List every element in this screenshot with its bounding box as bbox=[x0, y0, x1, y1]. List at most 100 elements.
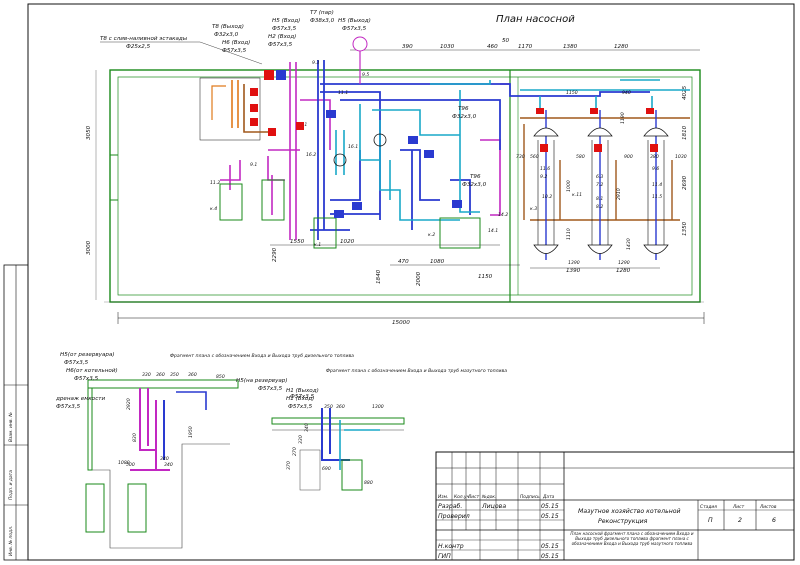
svg-text:6.3: 6.3 bbox=[596, 174, 603, 180]
stamp-replace: Взам. инв. № bbox=[8, 412, 14, 442]
svg-text:Ф38х3,0: Ф38х3,0 bbox=[310, 18, 335, 24]
svg-text:350: 350 bbox=[170, 372, 179, 378]
pipes-magenta bbox=[220, 62, 510, 240]
svg-text:14.1: 14.1 bbox=[488, 228, 498, 234]
svg-text:к.1: к.1 bbox=[314, 242, 321, 248]
tb-date-1: 05.15 bbox=[541, 503, 559, 510]
pipe-annotations-mid: Т96 Ф32х3,0 Т96 Ф32х3,0 bbox=[452, 106, 487, 188]
svg-text:Ф57х3,5: Ф57х3,5 bbox=[64, 360, 89, 366]
svg-text:3050: 3050 bbox=[86, 125, 92, 140]
svg-text:360: 360 bbox=[188, 372, 197, 378]
tb-stage-header: Стадия bbox=[700, 504, 717, 510]
svg-text:к.11: к.11 bbox=[572, 192, 582, 198]
svg-text:2690: 2690 bbox=[682, 175, 688, 190]
title-block: Изм. Кол.уч. Лист №док. Подпись Дата Раз… bbox=[435, 451, 795, 561]
svg-text:1390: 1390 bbox=[566, 268, 581, 274]
svg-text:2000: 2000 bbox=[416, 271, 422, 286]
svg-text:830: 830 bbox=[132, 433, 138, 442]
svg-text:390: 390 bbox=[402, 44, 413, 50]
svg-text:к.4: к.4 bbox=[210, 206, 217, 212]
svg-text:11.1: 11.1 bbox=[338, 90, 348, 96]
svg-text:7.2: 7.2 bbox=[596, 182, 603, 188]
svg-text:1150: 1150 bbox=[566, 90, 578, 96]
svg-text:Фрагмент плана с обозначением: Фрагмент плана с обозначением Входа и Вы… bbox=[170, 353, 354, 359]
svg-text:4025: 4025 bbox=[682, 85, 688, 100]
tank-left bbox=[533, 108, 559, 260]
svg-text:1290: 1290 bbox=[618, 260, 630, 266]
svg-text:Ф57х3,5: Ф57х3,5 bbox=[56, 404, 81, 410]
svg-text:к.3: к.3 bbox=[530, 206, 537, 212]
tb-role-gip: ГИП bbox=[438, 553, 451, 560]
svg-text:500: 500 bbox=[126, 462, 135, 468]
svg-text:1810: 1810 bbox=[682, 125, 688, 140]
tb-col-date: Дата bbox=[542, 494, 555, 500]
tb-col-kol: Кол.уч. bbox=[454, 494, 471, 500]
tb-sheets-header: Листов bbox=[759, 504, 777, 510]
svg-text:580: 580 bbox=[576, 154, 585, 160]
dimension-right: 4025 1810 2690 1350 bbox=[682, 85, 688, 236]
svg-text:9.1: 9.1 bbox=[250, 162, 257, 168]
svg-text:Т96: Т96 bbox=[470, 174, 481, 180]
dimension-bottom: 1550 1020 470 1080 1390 1280 1150 2290 1… bbox=[270, 239, 660, 286]
svg-text:3000: 3000 bbox=[86, 240, 92, 255]
tb-sheet: 2 bbox=[738, 517, 742, 524]
svg-text:340: 340 bbox=[304, 423, 310, 432]
svg-text:1550: 1550 bbox=[290, 239, 305, 245]
svg-text:9.5: 9.5 bbox=[362, 72, 369, 78]
svg-text:Н6(от котельной): Н6(от котельной) bbox=[66, 368, 118, 374]
tank-dims: 730 560 580 900 380 1030 1150 940 1190 1… bbox=[516, 90, 687, 266]
svg-text:900: 900 bbox=[624, 154, 633, 160]
svg-text:350: 350 bbox=[324, 404, 333, 410]
tb-project-subtitle: Реконструкция bbox=[598, 518, 648, 525]
building-walls bbox=[95, 69, 705, 324]
svg-text:1430: 1430 bbox=[626, 238, 632, 250]
svg-text:360: 360 bbox=[156, 372, 165, 378]
svg-text:8.2: 8.2 bbox=[596, 204, 603, 210]
svg-text:дренаж емкости: дренаж емкости bbox=[55, 396, 106, 402]
svg-text:1030: 1030 bbox=[440, 44, 455, 50]
svg-text:940: 940 bbox=[622, 90, 631, 96]
tb-col-izm: Изм. bbox=[438, 494, 448, 500]
svg-text:1080: 1080 bbox=[430, 259, 445, 265]
svg-text:Ф32х3,0: Ф32х3,0 bbox=[452, 114, 477, 120]
svg-text:Ф57х3,5: Ф57х3,5 bbox=[272, 26, 297, 32]
svg-text:460: 460 bbox=[487, 44, 498, 50]
svg-text:1300: 1300 bbox=[372, 404, 384, 410]
plan-title: План насосной bbox=[496, 14, 575, 25]
stamp-sign: Подп. и дата bbox=[8, 470, 14, 500]
svg-text:Н1 (Выход): Н1 (Выход) bbox=[286, 388, 319, 394]
tb-project-title: Мазутное хозяйство котельной bbox=[578, 508, 681, 515]
tank-middle bbox=[587, 108, 613, 260]
svg-text:14.2: 14.2 bbox=[498, 212, 508, 218]
tb-role-norm: Н.контр bbox=[438, 543, 464, 550]
svg-text:340: 340 bbox=[164, 462, 173, 468]
svg-text:1280: 1280 bbox=[616, 268, 631, 274]
tb-date-3: 05.15 bbox=[541, 543, 559, 550]
svg-text:Фрагмент плана с обозначением: Фрагмент плана с обозначением Входа и Вы… bbox=[326, 368, 507, 374]
svg-text:Т96: Т96 bbox=[458, 106, 469, 112]
svg-text:360: 360 bbox=[336, 404, 345, 410]
svg-text:1350: 1350 bbox=[682, 221, 688, 236]
tb-role-check: Проверил bbox=[438, 513, 470, 520]
svg-text:16.2: 16.2 bbox=[306, 152, 316, 158]
svg-text:Н2 (Вход): Н2 (Вход) bbox=[268, 34, 296, 40]
overall-width-dim: 15000 bbox=[392, 320, 410, 326]
svg-text:11.4: 11.4 bbox=[652, 182, 662, 188]
svg-text:Н5(на резервуар): Н5(на резервуар) bbox=[236, 378, 288, 384]
pumps bbox=[219, 110, 658, 249]
svg-text:690: 690 bbox=[322, 466, 331, 472]
svg-text:340: 340 bbox=[160, 456, 169, 462]
svg-text:1190: 1190 bbox=[620, 112, 626, 124]
svg-text:330: 330 bbox=[298, 435, 304, 444]
margin-stamp: Взам. инв. № Подп. и дата Инв. № подл. bbox=[3, 264, 29, 561]
svg-text:1170: 1170 bbox=[518, 44, 533, 50]
detail-fuel-oil: Н5(на резервуар) Ф57х3,5 Н1 (Выход) Ф57х… bbox=[236, 368, 507, 491]
svg-text:Ф57х3,5: Ф57х3,5 bbox=[342, 26, 367, 32]
svg-text:11.5: 11.5 bbox=[652, 194, 662, 200]
svg-text:Н1 (Вход): Н1 (Вход) bbox=[286, 396, 314, 402]
svg-text:50: 50 bbox=[502, 38, 510, 44]
tb-sheets: 6 bbox=[772, 517, 776, 524]
tb-col-doc: №док. bbox=[481, 494, 496, 500]
detail-diesel: Н5(от резервуара) Ф57х3,5 Н6(от котельно… bbox=[55, 352, 354, 549]
